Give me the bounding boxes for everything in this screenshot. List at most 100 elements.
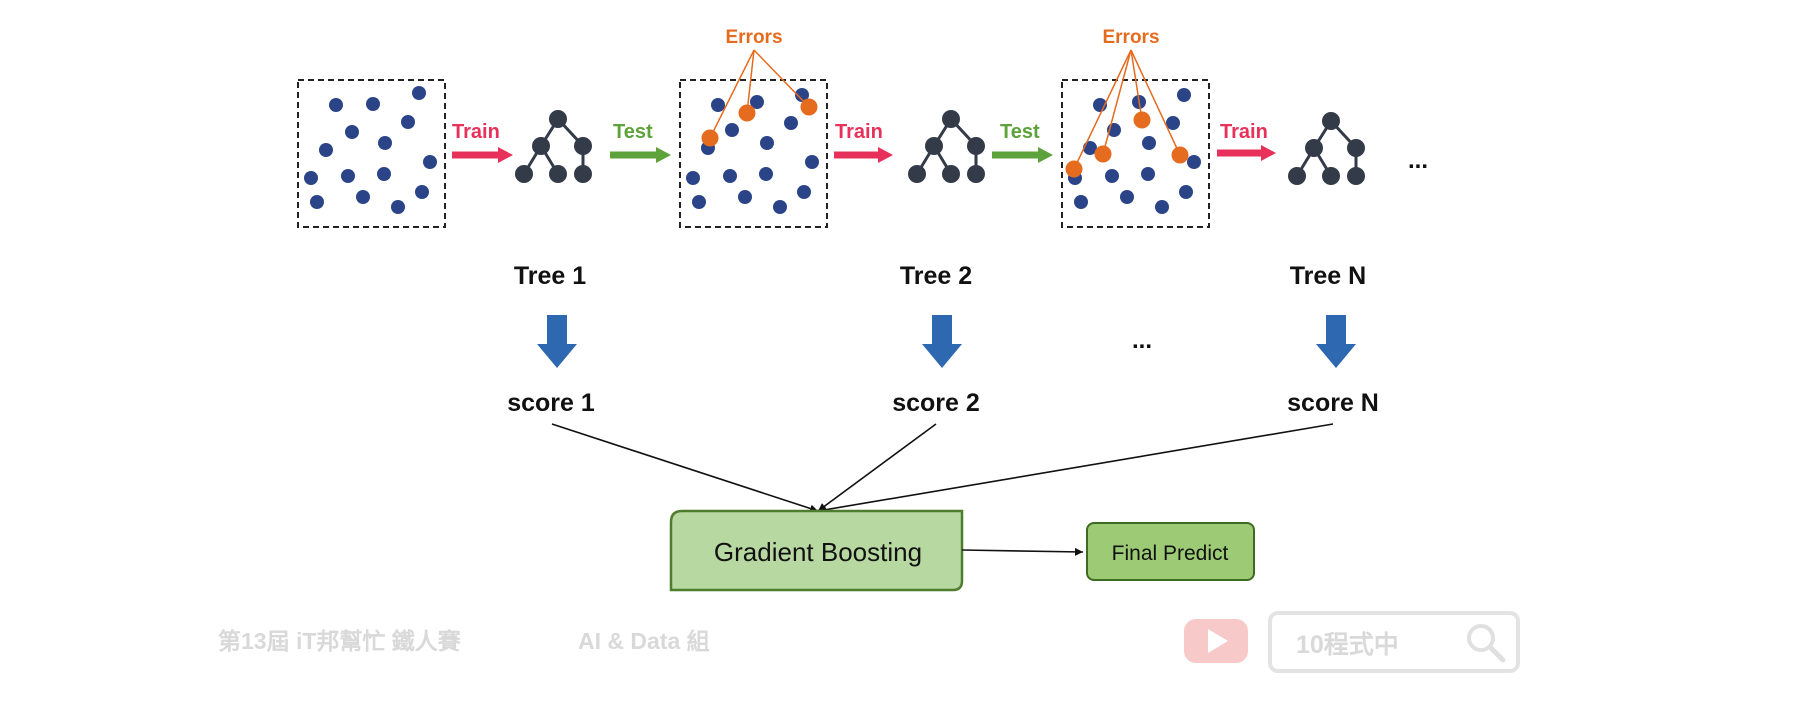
data-point xyxy=(1177,88,1191,102)
down-arrow-shaft xyxy=(1326,315,1346,346)
train-label-2: Train xyxy=(835,121,883,143)
youtube-play-icon xyxy=(1184,619,1248,663)
down-arrow-head xyxy=(1316,344,1356,368)
magnifier-icon xyxy=(1467,624,1506,663)
tree-2-icon xyxy=(908,110,985,183)
data-point xyxy=(1074,195,1088,209)
gradient-boosting-node: Gradient Boosting xyxy=(669,509,964,592)
tree-node xyxy=(532,137,550,155)
down-arrow-n xyxy=(1316,315,1356,368)
data-point xyxy=(1141,167,1155,181)
tree-2-label: Tree 2 xyxy=(900,262,972,290)
data-point xyxy=(319,143,333,157)
data-point xyxy=(1187,155,1201,169)
data-point xyxy=(773,200,787,214)
gradient-boosting-label: Gradient Boosting xyxy=(714,537,922,567)
ellipsis-middle: ... xyxy=(1132,327,1152,354)
data-point xyxy=(423,155,437,169)
data-point xyxy=(692,195,706,209)
tree-node xyxy=(574,137,592,155)
tree-1-icon xyxy=(515,110,592,183)
error-pointer-line xyxy=(1073,49,1132,170)
tree-node xyxy=(1305,139,1323,157)
error-pointer-line xyxy=(709,49,755,139)
data-point xyxy=(329,98,343,112)
data-point xyxy=(805,155,819,169)
tree-node xyxy=(942,165,960,183)
tree-node xyxy=(942,110,960,128)
tree-node xyxy=(574,165,592,183)
error-point xyxy=(1133,111,1151,129)
data-point xyxy=(304,171,318,185)
errors-label-1: Errors xyxy=(725,27,782,48)
error-point xyxy=(1171,146,1189,164)
tree-node xyxy=(908,165,926,183)
tree-n-label: Tree N xyxy=(1290,262,1366,290)
score-n-label: score N xyxy=(1287,389,1379,417)
dataset-box-2: Errors xyxy=(679,27,828,228)
train-arrow-3: Train xyxy=(1217,121,1276,161)
data-point xyxy=(784,116,798,130)
tree-node xyxy=(1347,167,1365,185)
watermark-group: AI & Data 組 xyxy=(578,628,710,654)
tree-node xyxy=(925,137,943,155)
data-point xyxy=(377,167,391,181)
data-point xyxy=(415,185,429,199)
data-point xyxy=(310,195,324,209)
tree-n-icon xyxy=(1288,112,1365,185)
down-arrow-head xyxy=(537,344,577,368)
connector-score-2 xyxy=(817,423,937,512)
train-arrow-2: Train xyxy=(834,121,893,163)
watermark: 第13屆 iT邦幫忙 鐵人賽 AI & Data 組 10程式中 xyxy=(218,611,1520,673)
data-point xyxy=(1166,116,1180,130)
down-arrow-shaft xyxy=(932,315,952,346)
data-point xyxy=(1105,169,1119,183)
data-point xyxy=(738,190,752,204)
ellipsis-top: ... xyxy=(1408,147,1428,174)
error-pointer-line xyxy=(1102,49,1132,155)
test-label-1: Test xyxy=(613,121,653,143)
tree-node xyxy=(1288,167,1306,185)
watermark-event: 第13屆 iT邦幫忙 鐵人賽 xyxy=(218,628,462,654)
tree-node xyxy=(515,165,533,183)
data-point xyxy=(345,125,359,139)
error-pointer-line xyxy=(753,49,810,108)
data-point xyxy=(341,169,355,183)
data-point xyxy=(401,115,415,129)
data-point xyxy=(366,97,380,111)
connector-final xyxy=(961,547,1084,556)
tree-node xyxy=(549,165,567,183)
final-predict-node: Final Predict xyxy=(1086,522,1255,581)
data-point xyxy=(1120,190,1134,204)
tree-node xyxy=(967,165,985,183)
search-box: 10程式中 xyxy=(1268,611,1520,673)
dataset-box-1 xyxy=(297,79,446,228)
down-arrow-shaft xyxy=(547,315,567,346)
data-point xyxy=(723,169,737,183)
data-point xyxy=(1179,185,1193,199)
final-predict-label: Final Predict xyxy=(1112,542,1229,565)
down-arrow-head xyxy=(922,344,962,368)
train-label-3: Train xyxy=(1220,121,1268,143)
data-point xyxy=(725,123,739,137)
error-point xyxy=(701,129,719,147)
error-pointer-line xyxy=(746,49,755,114)
connector-score-n xyxy=(817,423,1334,514)
error-point xyxy=(1094,145,1112,163)
error-point xyxy=(1065,160,1083,178)
error-point xyxy=(738,104,756,122)
data-point xyxy=(795,88,809,102)
error-pointer-line xyxy=(1130,49,1181,156)
data-point xyxy=(1155,200,1169,214)
data-point xyxy=(391,200,405,214)
error-point xyxy=(800,98,818,116)
connector-score-1 xyxy=(551,423,819,513)
tree-node xyxy=(1347,139,1365,157)
error-points-2 xyxy=(701,49,818,147)
score-1-label: score 1 xyxy=(507,389,595,417)
error-pointer-line xyxy=(1130,49,1143,121)
test-label-2: Test xyxy=(1000,121,1040,143)
test-arrow-2: Test xyxy=(992,121,1053,163)
